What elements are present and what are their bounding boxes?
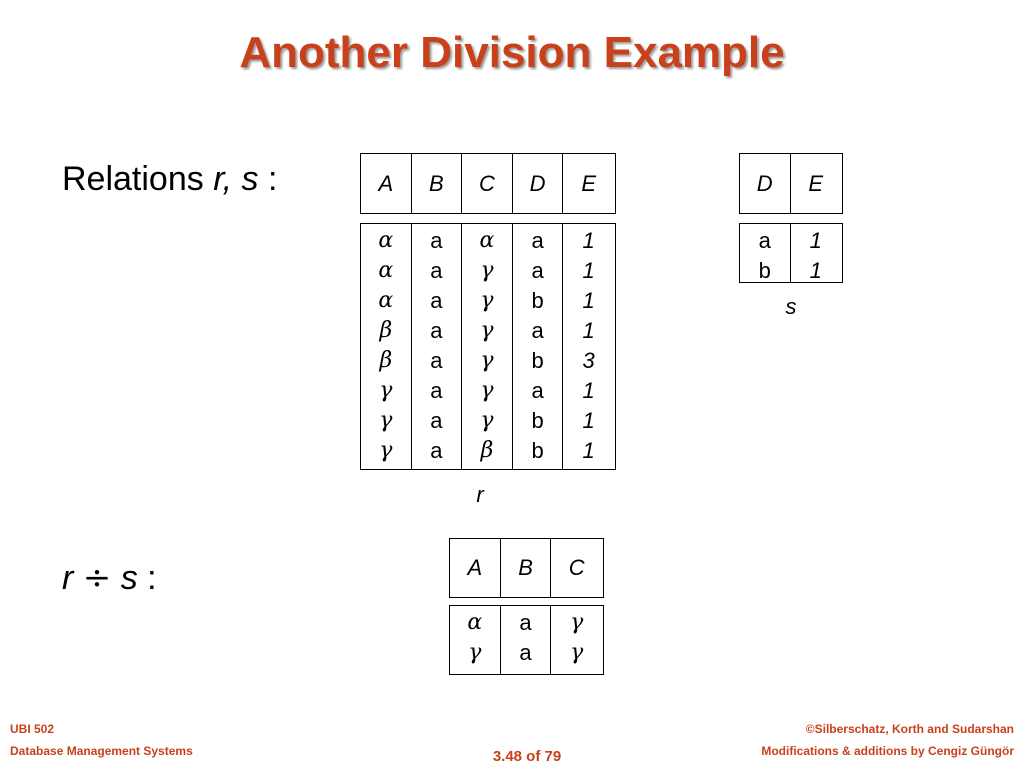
- r-cell: γ: [379, 378, 393, 403]
- result-cell: α: [467, 610, 483, 635]
- r-cell: γ: [379, 438, 393, 463]
- r-cell: b: [531, 348, 544, 373]
- relations-vars: r, s: [213, 160, 259, 198]
- r-cell: a: [430, 378, 443, 403]
- s-cell: a: [758, 228, 771, 253]
- footer-course-name: Database Management Systems: [10, 744, 193, 758]
- footer-course: UBI 502: [10, 722, 55, 736]
- r-cell: a: [531, 378, 544, 403]
- r-cell: b: [531, 288, 544, 313]
- r-cell: 1: [582, 318, 595, 343]
- relation-s-caption: s: [785, 294, 797, 319]
- r-cell: α: [479, 228, 495, 253]
- r-header-b: B: [412, 154, 463, 213]
- r-cell: a: [430, 258, 443, 283]
- r-cell: β: [379, 348, 393, 373]
- r-cell: a: [430, 228, 443, 253]
- r-header-e: E: [581, 170, 597, 196]
- r-cell: a: [430, 408, 443, 433]
- footer-modifications: Modifications & additions by Cengiz Güng…: [761, 744, 1014, 758]
- division-operator: ÷: [82, 558, 112, 598]
- r-cell: 1: [582, 258, 595, 283]
- r-cell: α: [378, 288, 394, 313]
- r-cell: a: [531, 258, 544, 283]
- r-header-d: D: [513, 154, 564, 213]
- r-cell: α: [378, 258, 394, 283]
- r-cell: a: [430, 318, 443, 343]
- relations-suffix: :: [258, 160, 278, 198]
- s-cell: 1: [809, 228, 822, 253]
- page-number: 3.48 of 79: [492, 748, 562, 765]
- r-cell: γ: [480, 288, 494, 313]
- r-cell: a: [430, 288, 443, 313]
- relations-prefix: Relations: [62, 160, 214, 198]
- division-right: s: [120, 559, 138, 597]
- r-cell: a: [531, 228, 544, 253]
- division-suffix: :: [137, 559, 157, 597]
- result-cell: γ: [570, 610, 584, 635]
- r-cell: 1: [582, 378, 595, 403]
- r-cell: α: [378, 228, 394, 253]
- r-cell: γ: [480, 348, 494, 373]
- relations-label: Relations r, s :: [62, 160, 277, 199]
- r-cell: a: [430, 438, 443, 463]
- r-cell: γ: [480, 408, 494, 433]
- r-cell: γ: [480, 318, 494, 343]
- r-cell: β: [480, 438, 494, 463]
- r-cell: γ: [480, 378, 494, 403]
- s-cell: b: [758, 258, 771, 283]
- r-cell: b: [531, 408, 544, 433]
- r-cell: 1: [582, 438, 595, 463]
- r-header-c: C: [462, 154, 513, 213]
- result-header-a: A: [450, 539, 501, 597]
- result-cell: a: [519, 610, 532, 635]
- r-cell: a: [430, 348, 443, 373]
- result-header-c: C: [568, 555, 585, 580]
- result-cell: a: [519, 640, 532, 665]
- r-cell: a: [531, 318, 544, 343]
- r-cell: 1: [582, 228, 595, 253]
- division-left: r: [62, 559, 74, 597]
- slide-title: Another Division Example: [239, 28, 785, 77]
- r-cell: β: [379, 318, 393, 343]
- r-cell: 3: [582, 348, 595, 373]
- s-cell: 1: [809, 258, 822, 283]
- r-header-a: A: [361, 154, 412, 213]
- r-cell: b: [531, 438, 544, 463]
- relation-r-caption: r: [476, 482, 484, 507]
- result-cell: γ: [570, 640, 584, 665]
- footer-copyright: ©Silberschatz, Korth and Sudarshan: [805, 722, 1014, 736]
- division-label: r ÷ s :: [62, 558, 157, 598]
- result-header-b: B: [501, 539, 552, 597]
- s-header-d: D: [740, 154, 791, 213]
- result-cell: γ: [468, 640, 482, 665]
- r-cell: 1: [582, 288, 595, 313]
- r-column-e: 1 1 1 1 3 1 1 1: [563, 224, 614, 469]
- r-cell: γ: [379, 408, 393, 433]
- r-cell: γ: [480, 258, 494, 283]
- r-cell: 1: [582, 408, 595, 433]
- s-header-e: E: [808, 170, 824, 196]
